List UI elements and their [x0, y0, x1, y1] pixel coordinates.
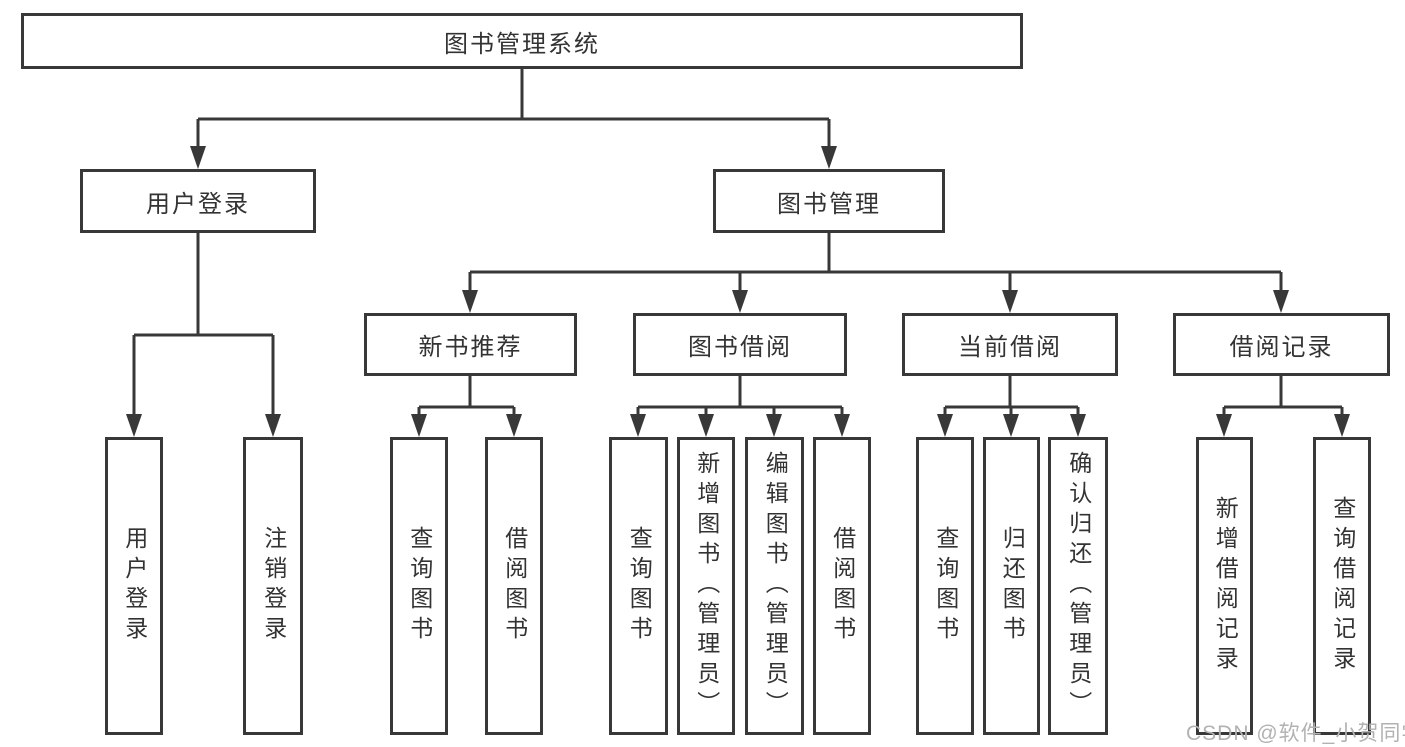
leaf-query-books-recommend: 查询图书	[390, 437, 448, 735]
branch-book-management-box: 图书管理	[713, 169, 945, 233]
leaf-label: 借阅图书	[829, 526, 856, 646]
section-book-borrow-box: 图书借阅	[633, 313, 847, 376]
leaf-confirm-return-admin: 确认归还（管理员）	[1048, 437, 1108, 735]
section-borrow-records-box: 借阅记录	[1173, 313, 1390, 376]
leaf-label: 注销登录	[260, 526, 287, 646]
root-label: 图书管理系统	[444, 30, 600, 58]
leaf-label: 用户登录	[121, 526, 148, 646]
section-label: 当前借阅	[958, 334, 1062, 361]
branch-label: 用户登录	[146, 190, 250, 218]
section-label: 新书推荐	[418, 334, 523, 361]
leaf-label: 查询图书	[626, 526, 653, 646]
leaf-return-book: 归还图书	[983, 437, 1040, 735]
root-box-library-system: 图书管理系统	[21, 13, 1023, 69]
leaf-label: 确认归还（管理员）	[1065, 451, 1092, 721]
leaf-label: 新增图书（管理员）	[693, 451, 720, 721]
leaf-edit-book-admin: 编辑图书（管理员）	[745, 437, 804, 735]
section-current-borrow-box: 当前借阅	[902, 313, 1118, 376]
leaf-query-borrow-record: 查询借阅记录	[1313, 437, 1371, 735]
section-label: 借阅记录	[1229, 334, 1334, 361]
section-label: 图书借阅	[688, 334, 792, 361]
leaf-label: 归还图书	[999, 526, 1026, 646]
leaf-query-books-borrow: 查询图书	[609, 437, 668, 735]
leaf-label: 编辑图书（管理员）	[762, 451, 789, 721]
leaf-label: 新增借阅记录	[1212, 496, 1239, 676]
leaf-logout: 注销登录	[243, 437, 303, 735]
leaf-borrow-books: 借阅图书	[813, 437, 871, 735]
leaf-label: 查询图书	[932, 526, 959, 646]
leaf-add-borrow-record: 新增借阅记录	[1196, 437, 1253, 735]
leaf-user-login: 用户登录	[105, 437, 163, 735]
leaf-label: 借阅图书	[501, 526, 528, 646]
leaf-label: 查询借阅记录	[1329, 496, 1356, 676]
leaf-borrow-books-recommend: 借阅图书	[485, 437, 543, 735]
csdn-watermark: CSDN @软件_小贺同学	[1186, 722, 1405, 745]
leaf-label: 查询图书	[406, 526, 433, 646]
branch-user-login-box: 用户登录	[80, 169, 316, 233]
branch-label: 图书管理	[777, 190, 881, 218]
leaf-add-book-admin: 新增图书（管理员）	[677, 437, 735, 735]
section-new-book-recommend-box: 新书推荐	[364, 313, 577, 376]
leaf-query-books-current: 查询图书	[916, 437, 974, 735]
